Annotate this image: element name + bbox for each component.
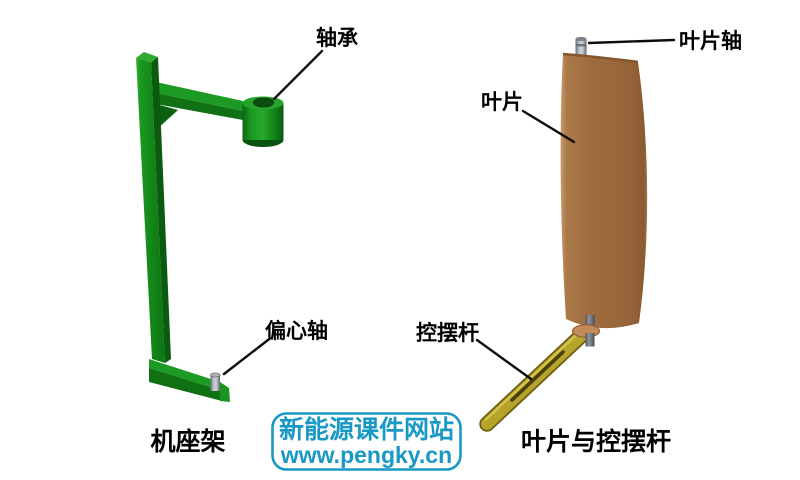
blade-shaft-label: 叶片轴 — [679, 29, 742, 53]
bearing-hole — [253, 97, 274, 108]
control-rod-slot — [510, 350, 565, 402]
control-rod-label: 控摆杆 — [416, 321, 479, 345]
blade-shaft-body — [575, 39, 587, 57]
frame-top-arm-top-face — [156, 82, 243, 111]
control-rod-highlight — [485, 330, 581, 421]
blade-shaft-leader-line — [587, 38, 676, 45]
hinge-lower-nut — [585, 333, 595, 347]
watermark-border — [271, 412, 462, 471]
blade-body — [560, 54, 648, 329]
part-labels: 轴承 叶片轴 叶片 控摆杆 偏心轴 — [265, 26, 742, 345]
hinge-upper-bolt — [585, 315, 595, 327]
eccentric-shaft-leader-line — [222, 338, 270, 376]
frame-post-front-face — [136, 58, 165, 363]
eccentric-pin-body — [210, 375, 220, 391]
left-assembly-caption: 机座架 — [150, 427, 225, 456]
bearing-leader-line — [272, 49, 324, 101]
leader-lines — [222, 38, 676, 381]
frame-top-arm-underside — [156, 104, 178, 130]
right-assembly-caption: 叶片与控摆杆 — [521, 428, 671, 456]
watermark-site-name: 新能源课件网站 — [279, 415, 454, 444]
frame-top-arm-front-face — [156, 93, 243, 120]
control-rod-leader-line — [475, 338, 533, 381]
bearing-label: 轴承 — [316, 26, 358, 50]
blade-leader-line — [521, 109, 576, 144]
frame-post-side-face — [151, 57, 171, 363]
base-frame-illustration — [136, 52, 284, 402]
eccentric-pin-top — [210, 372, 221, 378]
frame-base-arm-front-face — [149, 368, 222, 401]
blade-top-edge — [562, 52, 639, 64]
frame-base-arm-top-face — [149, 359, 220, 390]
watermark-site-url: www.pengky.cn — [280, 442, 452, 468]
eccentric-shaft-label: 偏心轴 — [265, 319, 328, 343]
website-watermark-badge: 新能源课件网站 www.pengky.cn — [271, 412, 462, 471]
captions: 机座架 叶片与控摆杆 — [150, 427, 671, 456]
blade-shaft-collar — [575, 44, 587, 47]
blade-assembly-illustration — [479, 36, 648, 432]
frame-base-arm-end-cap — [220, 382, 230, 402]
frame-post-top-face — [136, 52, 158, 63]
blade-label: 叶片 — [481, 91, 523, 114]
blade-shaft-top — [575, 36, 587, 42]
